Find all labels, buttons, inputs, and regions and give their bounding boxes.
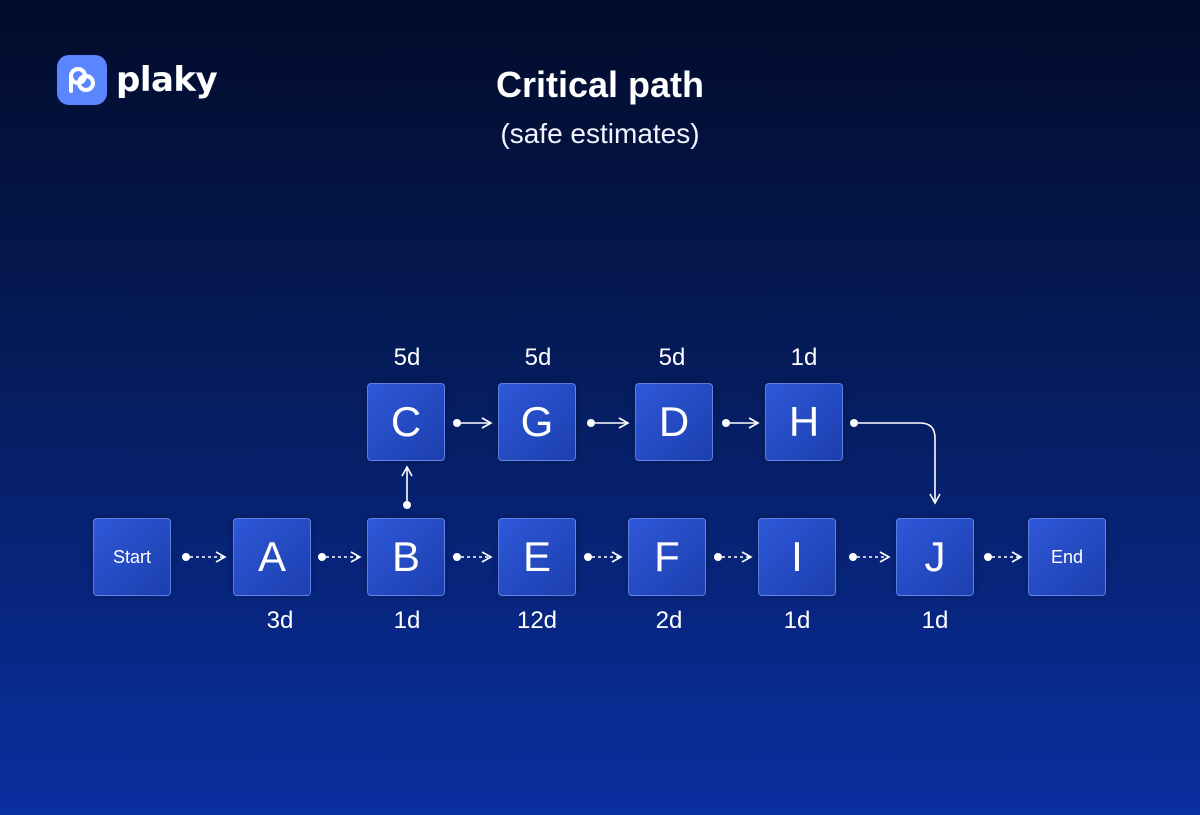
- edge-b-c: [401, 465, 413, 509]
- node-end[interactable]: End: [1028, 518, 1106, 596]
- edge-e-f: [584, 551, 623, 563]
- duration-e: 12d: [516, 607, 558, 634]
- edge-b-e: [453, 551, 493, 563]
- duration-g: 5d: [524, 344, 552, 371]
- edge-f-i: [714, 551, 753, 563]
- node-a[interactable]: A: [233, 518, 311, 596]
- duration-h: 1d: [790, 344, 818, 371]
- duration-i: 1d: [783, 607, 811, 634]
- duration-j: 1d: [921, 607, 949, 634]
- edge-a-b: [318, 551, 362, 563]
- edge-j-end: [984, 551, 1023, 563]
- edge-start-a: [182, 551, 227, 563]
- node-j[interactable]: J: [896, 518, 974, 596]
- page-title: Critical path: [495, 64, 705, 105]
- duration-c: 5d: [393, 344, 421, 371]
- node-g[interactable]: G: [498, 383, 576, 461]
- page-subtitle: (safe estimates): [500, 118, 700, 149]
- duration-a: 3d: [266, 607, 294, 634]
- brand-name: plaky: [116, 60, 218, 100]
- edge-i-j: [849, 551, 891, 563]
- duration-f: 2d: [655, 607, 683, 634]
- node-d[interactable]: D: [635, 383, 713, 461]
- plaky-logo-icon: [57, 55, 107, 105]
- plaky-logo: plaky: [57, 55, 218, 105]
- node-i[interactable]: I: [758, 518, 836, 596]
- duration-d: 5d: [658, 344, 686, 371]
- edge-g-d: [587, 417, 630, 429]
- node-b[interactable]: B: [367, 518, 445, 596]
- node-f[interactable]: F: [628, 518, 706, 596]
- node-e[interactable]: E: [498, 518, 576, 596]
- edge-c-g: [453, 417, 493, 429]
- node-start[interactable]: Start: [93, 518, 171, 596]
- node-h[interactable]: H: [765, 383, 843, 461]
- edge-h-j: [850, 419, 941, 505]
- node-c[interactable]: C: [367, 383, 445, 461]
- edge-d-h: [722, 417, 760, 429]
- duration-b: 1d: [393, 607, 421, 634]
